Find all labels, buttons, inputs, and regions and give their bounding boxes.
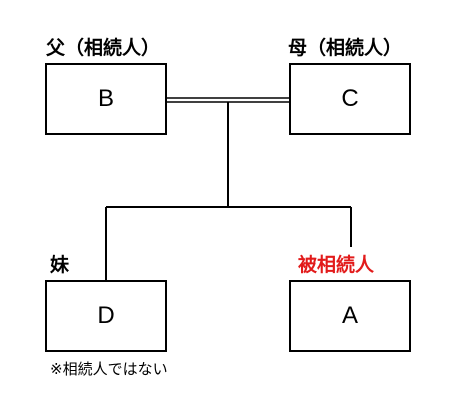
mother-box: C bbox=[289, 63, 411, 135]
sister-note: ※相続人ではない bbox=[50, 360, 168, 378]
father-box: B bbox=[45, 63, 167, 135]
mother-label: 母（相続人） bbox=[288, 37, 403, 59]
sister-box-letter: D bbox=[97, 302, 115, 329]
decedent-box: A bbox=[289, 280, 411, 352]
decedent-label: 被相続人 bbox=[298, 254, 375, 276]
sister-label: 妹 bbox=[50, 254, 70, 276]
mother-box-letter: C bbox=[341, 85, 359, 112]
decedent-box-letter: A bbox=[341, 302, 358, 329]
father-box-letter: B bbox=[97, 85, 114, 112]
sister-box: D bbox=[45, 280, 167, 352]
father-label: 父（相続人） bbox=[46, 37, 161, 59]
